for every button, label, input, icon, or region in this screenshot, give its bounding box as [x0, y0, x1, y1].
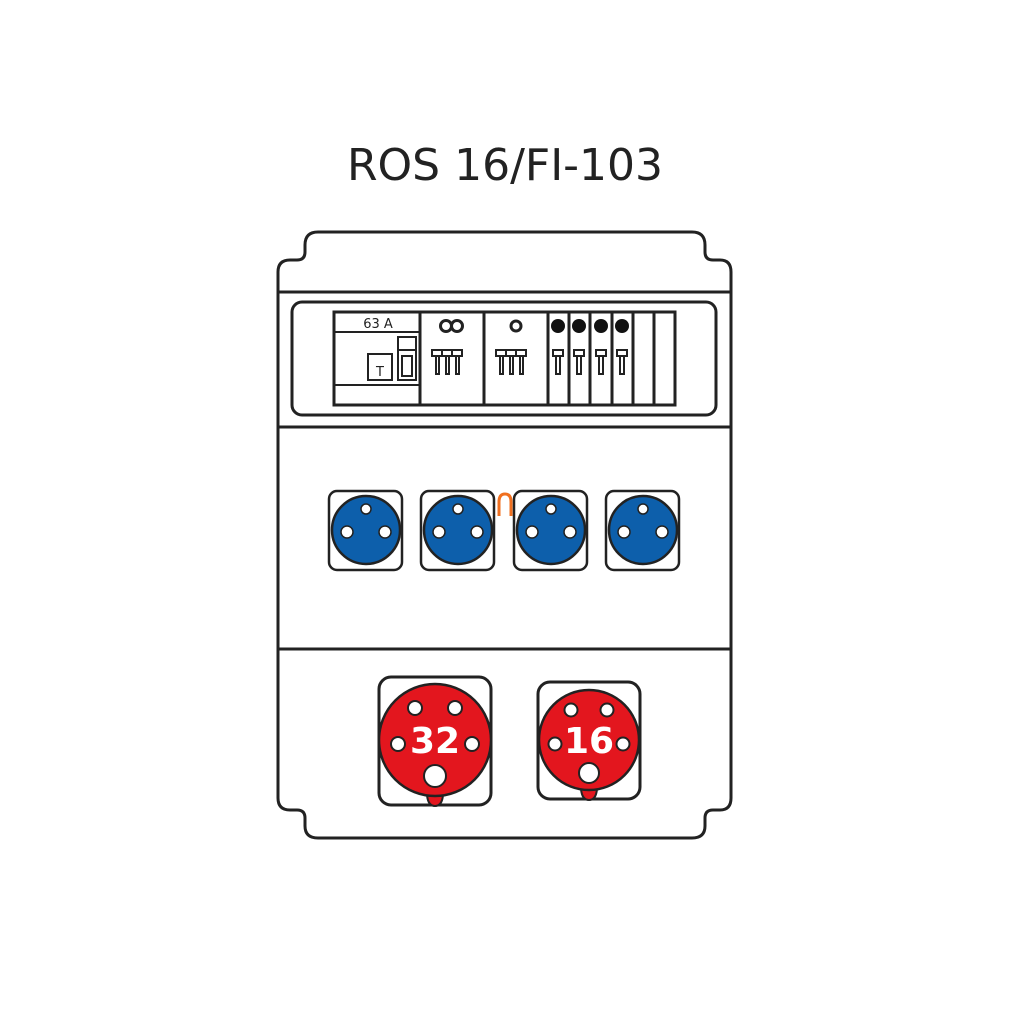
dot-icon	[551, 319, 565, 333]
dot-icon	[615, 319, 629, 333]
rcd-module: 63 A T	[334, 317, 420, 386]
single-pole-breaker-2[interactable]	[572, 319, 586, 375]
schuko-socket-2[interactable]	[419, 489, 496, 572]
diagram-title: ROS 16/FI-103	[346, 140, 664, 191]
three-pole-breaker-2[interactable]	[495, 319, 527, 375]
bridge-connector-icon	[497, 492, 513, 516]
schuko-socket-row	[327, 489, 681, 572]
schuko-socket-4[interactable]	[604, 489, 681, 572]
three-pole-breaker-1[interactable]	[431, 319, 464, 375]
rcd-rating-label: 63 A	[363, 317, 393, 332]
single-pole-breaker-1[interactable]	[551, 319, 565, 375]
dot-icon	[594, 319, 608, 333]
dot-icon	[572, 319, 586, 333]
cee-socket-16[interactable]: 16	[536, 680, 642, 802]
single-pole-breaker-4[interactable]	[615, 319, 629, 375]
rcd-test-button[interactable]: T	[375, 365, 384, 380]
schuko-socket-1[interactable]	[327, 489, 404, 572]
enclosure-outline	[276, 230, 733, 840]
circle-symbol-icon	[509, 319, 523, 333]
schuko-socket-3[interactable]	[512, 489, 589, 572]
single-pole-breakers	[551, 319, 629, 375]
cee-rating-label: 16	[564, 721, 614, 762]
single-pole-breaker-3[interactable]	[594, 319, 608, 375]
breaker-panel: 63 A T	[290, 300, 718, 417]
infinity-symbol-icon	[439, 319, 464, 333]
cee-rating-label: 32	[410, 721, 460, 762]
cee-socket-32[interactable]: 32	[377, 675, 493, 808]
